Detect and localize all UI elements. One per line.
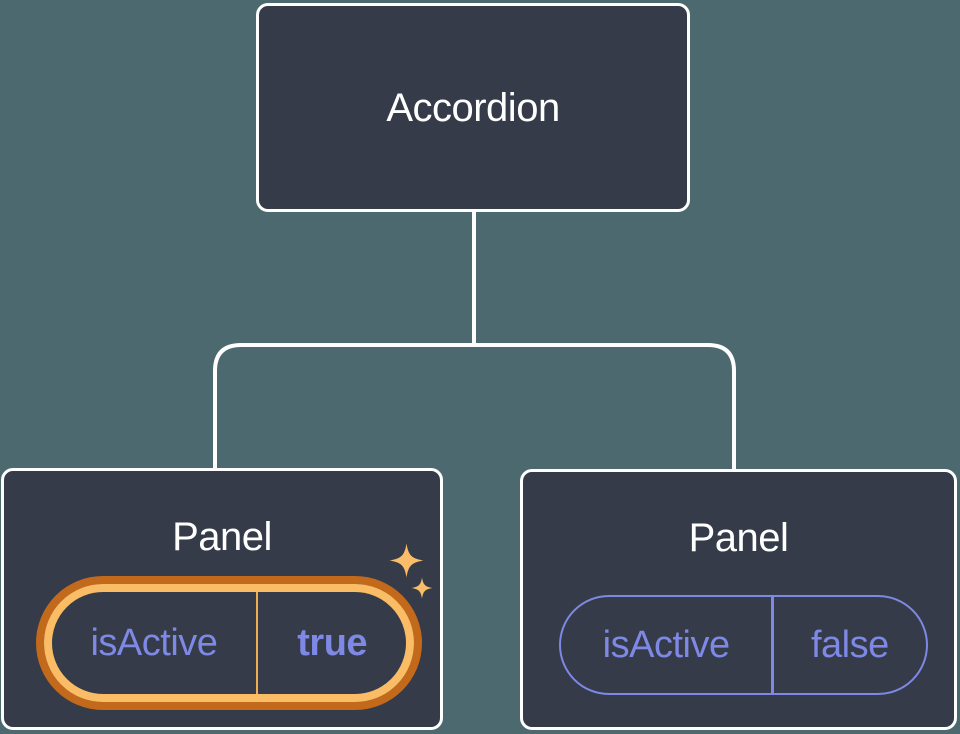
accordion-label: Accordion — [386, 85, 560, 130]
pill-divider — [771, 597, 774, 693]
prop-value: true — [297, 621, 368, 664]
panel-node-active: Panel isActive true — [1, 468, 443, 730]
panel-label: Panel — [688, 516, 789, 560]
prop-value: false — [810, 623, 889, 666]
accordion-node: Accordion — [256, 3, 690, 212]
prop-pill-inactive: isActive false — [559, 595, 928, 695]
pill-divider — [255, 592, 259, 694]
panel-node-inactive: Panel isActive false — [520, 469, 957, 730]
prop-name: isActive — [90, 621, 218, 664]
panel-label: Panel — [172, 515, 272, 559]
prop-name: isActive — [602, 623, 730, 666]
prop-pill-active: isActive true — [44, 584, 414, 702]
